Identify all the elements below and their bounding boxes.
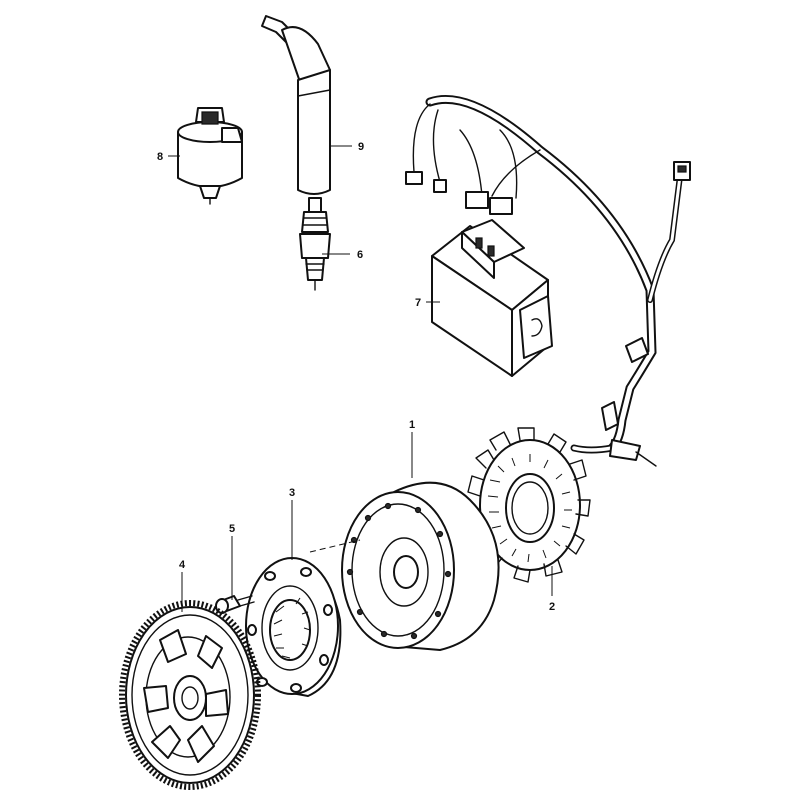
callout-4: 4 [179, 559, 186, 571]
callout-3: 3 [289, 487, 295, 499]
callout-7: 7 [415, 297, 421, 309]
starter-gear [119, 600, 261, 790]
flywheel-rotor [341, 481, 500, 651]
leader-lines [168, 145, 553, 612]
alignment-line [309, 539, 361, 553]
callout-9: 9 [358, 141, 364, 153]
stator [467, 427, 591, 583]
ignition-coil [177, 8, 269, 205]
callout-8: 8 [157, 151, 163, 163]
spark-plug [299, 197, 331, 291]
wire-harness [405, 94, 691, 467]
callout-1: 1 [409, 419, 415, 431]
callout-2: 2 [549, 601, 555, 613]
starter-clutch [245, 557, 342, 697]
callout-6: 6 [357, 249, 363, 261]
plug-cap [261, 15, 331, 195]
cdi-unit [431, 219, 553, 377]
callout-5: 5 [229, 523, 235, 535]
